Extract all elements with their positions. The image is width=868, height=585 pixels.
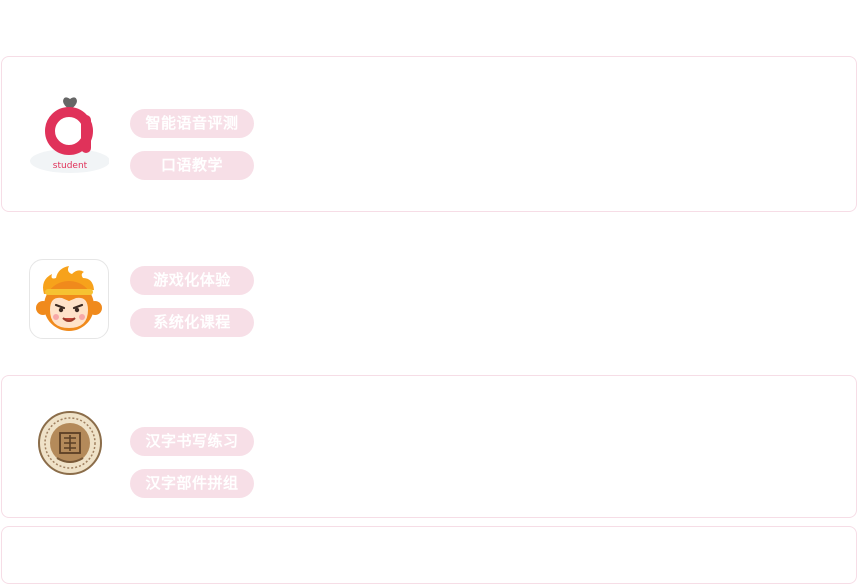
a-student-logo-icon: student bbox=[29, 97, 110, 177]
tag-oral-teaching[interactable]: 口语教学 bbox=[130, 151, 254, 180]
feature-tags: 汉字书写练习 汉字部件拼组 bbox=[130, 427, 254, 498]
chinese-character-seal-logo-icon bbox=[29, 402, 111, 484]
tag-gamified-experience[interactable]: 游戏化体验 bbox=[130, 266, 254, 295]
tag-speech-evaluation[interactable]: 智能语音评测 bbox=[130, 109, 254, 138]
monkey-king-logo-icon bbox=[29, 259, 109, 339]
feature-tags: 智能语音评测 口语教学 bbox=[130, 109, 254, 180]
feature-card-game: 游戏化体验 系统化课程 bbox=[1, 248, 857, 352]
feature-card-hanzi: 汉字书写练习 汉字部件拼组 bbox=[1, 375, 857, 518]
svg-text:student: student bbox=[53, 161, 88, 171]
tag-systematic-course[interactable]: 系统化课程 bbox=[130, 308, 254, 337]
tag-character-writing[interactable]: 汉字书写练习 bbox=[130, 427, 254, 456]
feature-card-speech: student 智能语音评测 口语教学 bbox=[1, 56, 857, 212]
tag-component-assembly[interactable]: 汉字部件拼组 bbox=[130, 469, 254, 498]
feature-tags: 游戏化体验 系统化课程 bbox=[130, 266, 254, 337]
feature-card-empty bbox=[1, 526, 857, 584]
